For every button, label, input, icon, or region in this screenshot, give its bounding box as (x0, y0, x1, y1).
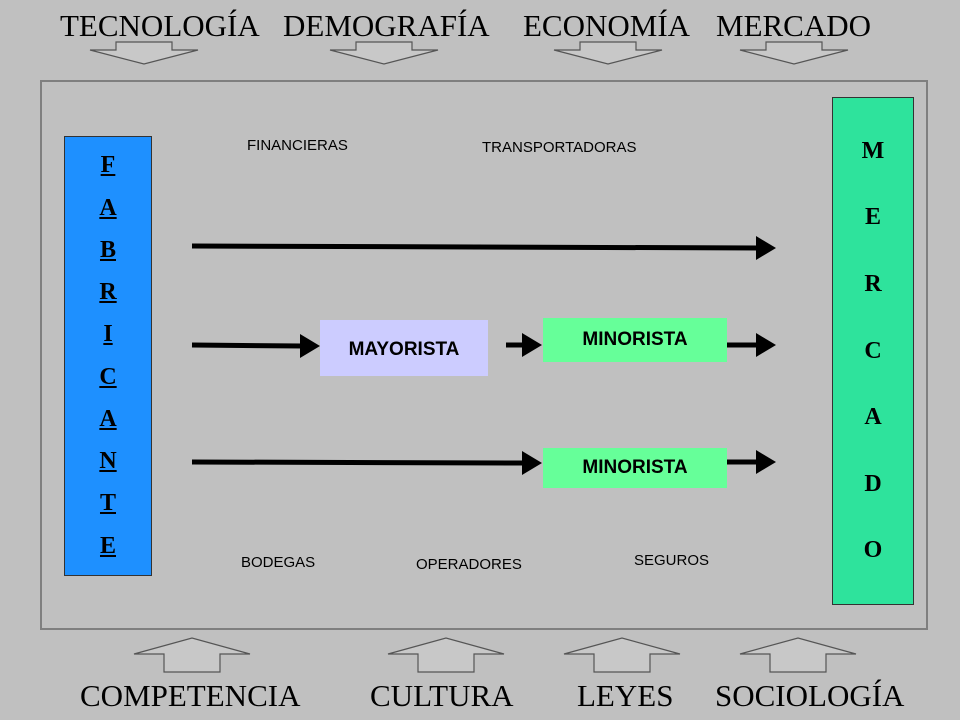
factor-cultura: CULTURA (370, 678, 514, 713)
fabricante-box: F A B R I C A N T E (64, 136, 152, 576)
arrow-head-icon (756, 236, 776, 260)
to-mayorista-line (191, 342, 303, 349)
fabricante-letter: B (99, 236, 116, 263)
fabricante-letter: T (99, 490, 116, 517)
up-arrow-icon (739, 637, 857, 673)
down-arrow-icon (553, 41, 663, 65)
factor-mercado: MERCADO (716, 8, 872, 43)
fabricante-letter: F (100, 152, 116, 179)
fabricante-letter: A (99, 405, 117, 432)
fabricante-letter: N (99, 448, 117, 475)
direct-channel-line (191, 243, 761, 251)
minorista-label: MINORISTA (582, 457, 688, 478)
fabricante-letter: A (99, 194, 117, 221)
factor-economia: ECONOMÍA (523, 8, 691, 43)
mercado-letter: R (864, 270, 882, 297)
label-bodegas: BODEGAS (241, 554, 316, 571)
mercado-box: M E R C A D O (832, 97, 914, 605)
label-transportadoras: TRANSPORTADORAS (482, 139, 637, 156)
fabricante-letter: C (99, 363, 117, 390)
arrow-head-icon (756, 450, 776, 474)
channel-frame (40, 80, 928, 630)
arrow-head-icon (522, 333, 542, 357)
minorista-label: MINORISTA (582, 329, 688, 350)
down-arrow-icon (89, 41, 199, 65)
arrow-head-icon (756, 333, 776, 357)
fabricante-letter: R (99, 279, 117, 306)
mercado-letter: C (864, 337, 882, 364)
up-arrow-icon (133, 637, 251, 673)
factor-tecnologia: TECNOLOGÍA (60, 8, 260, 43)
mayorista-box: MAYORISTA (320, 320, 488, 376)
factor-demografia: DEMOGRAFÍA (283, 8, 490, 43)
fabricante-letter: I (103, 321, 113, 348)
mercado-letter: E (864, 204, 881, 231)
arrow-head-icon (522, 451, 542, 475)
mercado-letter: O (863, 537, 883, 564)
factor-competencia: COMPETENCIA (80, 678, 301, 713)
mercado-letter: A (864, 404, 882, 431)
minorista-box-2: MINORISTA (543, 448, 727, 488)
label-seguros: SEGUROS (634, 552, 710, 569)
mayorista-label: MAYORISTA (348, 339, 460, 360)
fabricante-letter: E (99, 532, 116, 559)
to-minorista-line (191, 459, 527, 466)
up-arrow-icon (563, 637, 681, 673)
down-arrow-icon (739, 41, 849, 65)
arrow-head-icon (300, 334, 320, 358)
label-operadores: OPERADORES (416, 556, 522, 573)
down-arrow-icon (329, 41, 439, 65)
mercado-letter: M (861, 137, 885, 164)
mercado-letter: D (864, 470, 882, 497)
factor-sociologia: SOCIOLOGÍA (715, 678, 905, 713)
factor-leyes: LEYES (577, 678, 674, 713)
minorista-box-1: MINORISTA (543, 318, 727, 362)
up-arrow-icon (387, 637, 505, 673)
label-financieras: FINANCIERAS (247, 137, 348, 154)
